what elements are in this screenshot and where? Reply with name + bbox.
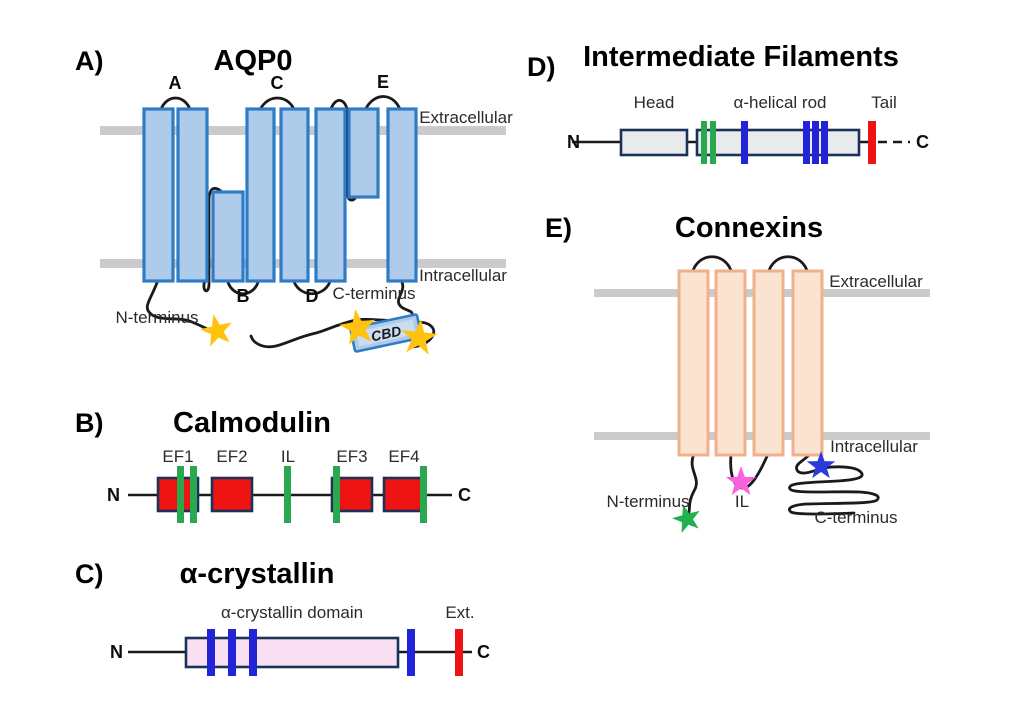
ext-label: Ext. — [445, 603, 474, 622]
yellow-star-icon-nterm — [197, 311, 236, 348]
cx-tm-helix-1 — [677, 269, 710, 457]
tm-helix-2 — [176, 107, 209, 283]
panel-a-title: AQP0 — [214, 45, 293, 77]
green-site-bar — [710, 121, 716, 164]
n-terminus-letter-d: N — [567, 132, 580, 152]
green-site-bar — [420, 466, 427, 523]
blue-site-bar — [249, 629, 257, 676]
n-terminus-curve-e — [686, 452, 698, 517]
red-site-bar-tail — [868, 121, 876, 164]
blue-site-bar — [407, 629, 415, 676]
tail-label: Tail — [871, 93, 897, 112]
panel-c-tag: C) — [75, 559, 104, 589]
panel-d: D) Intermediate Filaments Head α-helical… — [527, 41, 929, 164]
tm-helix-6 — [386, 107, 418, 283]
crystallin-domain-label: α-crystallin domain — [221, 603, 363, 622]
panel-e: E) Connexins Extracellular Intracellular… — [545, 212, 930, 535]
extracellular-label-e: Extracellular — [829, 272, 923, 291]
blue-site-bar — [207, 629, 215, 676]
n-terminus-label-a: N-terminus — [115, 308, 198, 327]
panel-b: B) Calmodulin EF1 EF2 IL EF3 EF4 N C — [75, 407, 471, 523]
tm-helix-5 — [314, 107, 347, 283]
ef4-label: EF4 — [388, 447, 419, 466]
blue-site-bar — [741, 121, 748, 164]
loop-b-curve — [225, 276, 261, 295]
c-terminus-label-e: C-terminus — [814, 508, 897, 527]
panel-d-tag: D) — [527, 52, 556, 82]
blue-site-bar — [228, 629, 236, 676]
panel-a: CBD A) AQP0 A C E B D Extracellular Intr… — [75, 45, 513, 356]
green-site-bar — [701, 121, 707, 164]
blue-site-bar — [821, 121, 828, 164]
ef3-label: EF3 — [336, 447, 367, 466]
green-site-bar — [284, 466, 291, 523]
ef4-domain-box — [382, 476, 426, 513]
blue-site-bar — [812, 121, 819, 164]
panel-b-title: Calmodulin — [173, 407, 331, 439]
n-terminus-letter-b: N — [107, 485, 120, 505]
intracellular-label-a: Intracellular — [419, 266, 507, 285]
cx-tm-helix-3 — [752, 269, 785, 457]
crystallin-domain-box — [184, 636, 400, 669]
half-helix-e — [347, 107, 380, 199]
panel-a-tag: A) — [75, 46, 104, 76]
loop-c-label: C — [271, 73, 284, 93]
panel-e-tag: E) — [545, 213, 572, 243]
cx-tm-helix-2 — [714, 269, 747, 457]
cbd-box-inner — [356, 319, 416, 347]
head-domain-box — [619, 128, 689, 157]
c-terminus-label-a: C-terminus — [332, 284, 415, 303]
n-terminus-label-e: N-terminus — [606, 492, 689, 511]
c-terminus-letter-b: C — [458, 485, 471, 505]
panel-d-title: Intermediate Filaments — [583, 41, 899, 73]
ef2-label: EF2 — [216, 447, 247, 466]
il-label-b: IL — [281, 447, 295, 466]
c-terminus-letter-c: C — [477, 642, 490, 662]
cbd-label: CBD — [370, 323, 403, 345]
head-label: Head — [634, 93, 675, 112]
blue-site-bar — [803, 121, 810, 164]
c-terminus-letter-d: C — [916, 132, 929, 152]
loop-e-entry-curve — [328, 98, 359, 202]
extracellular-label-a: Extracellular — [419, 108, 513, 127]
panel-e-title: Connexins — [675, 212, 823, 244]
extracellular-loop1-curve — [690, 255, 734, 276]
ef2-domain-box — [210, 476, 254, 513]
half-helix-b — [211, 190, 245, 283]
panel-b-tag: B) — [75, 408, 104, 438]
cbd-box: CBD — [349, 313, 423, 353]
ef1-label: EF1 — [162, 447, 193, 466]
tm-helix-4 — [279, 107, 310, 283]
tm-helix-3 — [245, 107, 276, 283]
loop-d-label: D — [306, 286, 319, 306]
n-terminus-letter-c: N — [110, 642, 123, 662]
loop-e-label: E — [377, 72, 389, 92]
loop-b-label: B — [237, 286, 250, 306]
tm-helix-1 — [142, 107, 175, 283]
rod-domain-box — [695, 128, 861, 157]
il-label-e: IL — [735, 492, 749, 511]
cx-tm-helix-4 — [791, 269, 824, 457]
loop-b-entry-curve — [202, 186, 224, 293]
red-site-bar — [455, 629, 463, 676]
green-site-bar — [333, 466, 340, 523]
intracellular-label-e: Intracellular — [830, 437, 918, 456]
n-terminus-curve-a — [145, 278, 216, 333]
loop-d-curve — [291, 276, 333, 295]
c-terminus-curve-e — [788, 452, 880, 516]
panel-c-title: α-crystallin — [180, 558, 335, 590]
green-site-bar — [177, 466, 184, 523]
panel-c: C) α-crystallin α-crystallin domain Ext.… — [75, 558, 490, 676]
rod-label: α-helical rod — [734, 93, 827, 112]
loop-a-label: A — [169, 73, 182, 93]
green-site-bar — [190, 466, 197, 523]
extracellular-loop2-curve — [766, 255, 810, 276]
